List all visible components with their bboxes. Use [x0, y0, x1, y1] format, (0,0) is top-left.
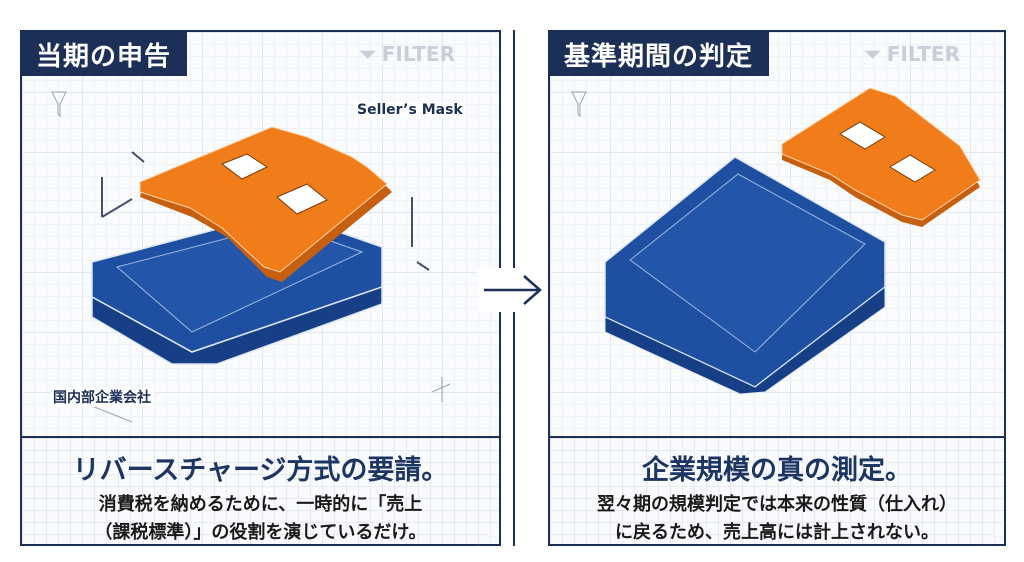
funnel-icon — [51, 91, 67, 118]
filter-watermark: ⏷FILTER — [864, 42, 960, 66]
left-panel: 当期の申告 ⏷FILTER Seller’s Mask 国内部企業会社 リバース… — [20, 30, 501, 546]
right-panel: 基準期間の判定 ⏷FILTER 企業規模の真の測定。 翌々期の規模判定では本来の… — [548, 30, 1006, 546]
masked-company-illustration — [51, 91, 451, 423]
filter-watermark: ⏷FILTER — [359, 42, 455, 66]
caption-body: 翌々期の規模判定では本来の性質（仕入れ） に戻るため、売上高には計上されない。 — [597, 494, 957, 543]
caption-box: リバースチャージ方式の要請。 消費税を納めるために、一時的に「売上 （課税標準）… — [20, 436, 501, 546]
domestic-company-label: 国内部企業会社 — [50, 387, 154, 407]
panel-title: 当期の申告 — [20, 30, 188, 76]
sellers-mask-label: Seller’s Mask — [354, 102, 466, 118]
arrow-right-icon — [478, 268, 548, 312]
caption-title: 企業規模の真の測定。 — [642, 455, 912, 486]
caption-title: リバースチャージ方式の要請。 — [72, 455, 449, 486]
company-block — [604, 156, 886, 395]
funnel-icon: ⏷ — [359, 42, 376, 66]
caption-body: 消費税を納めるために、一時的に「売上 （課税標準）」の役割を演じているだけ。 — [94, 494, 427, 543]
funnel-icon: ⏷ — [864, 42, 881, 66]
panel-title: 基準期間の判定 — [548, 30, 770, 76]
caption-box: 企業規模の真の測定。 翌々期の規模判定では本来の性質（仕入れ） に戻るため、売上… — [548, 436, 1006, 546]
sellers-mask-plate — [781, 87, 981, 227]
true-size-illustration — [571, 87, 981, 395]
sellers-mask-plate — [139, 126, 392, 282]
funnel-icon — [571, 91, 587, 118]
